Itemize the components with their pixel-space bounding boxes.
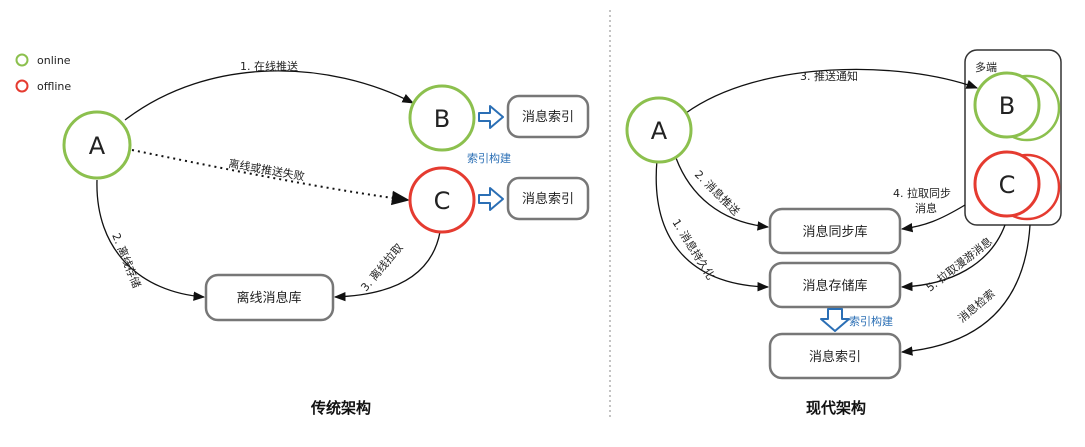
edge-push-notify-label: 3. 推送通知 <box>800 69 858 83</box>
storage-db: 消息存储库 <box>768 261 902 309</box>
edge-online-push <box>124 70 415 121</box>
index-db-label: 消息索引 <box>809 349 861 365</box>
index-db: 消息索引 <box>768 332 902 380</box>
index-build-arrow-c <box>478 187 504 211</box>
legend-online-label: online <box>37 54 71 67</box>
edge-pull-sync <box>900 204 966 233</box>
node-b-modern-label: B <box>999 92 1015 120</box>
edge-offline-pull <box>333 231 441 302</box>
node-b-modern: B <box>973 71 1061 142</box>
index-build-label-modern: 索引构建 <box>849 314 893 328</box>
index-box-b: 消息索引 <box>506 94 590 139</box>
multi-device-label: 多端 <box>975 60 997 74</box>
node-c-modern-label: C <box>999 171 1016 199</box>
sync-db-label: 消息同步库 <box>802 224 867 240</box>
edge-offline-store <box>96 179 206 301</box>
node-a-modern-label: A <box>651 117 668 145</box>
edge-offline-fail-label: 离线或推送失败 <box>227 156 305 183</box>
legend-online-swatch <box>15 53 29 67</box>
edge-pull-roam-label: 5. 拉取漫游消息 <box>923 234 995 294</box>
edge-offline-pull-label: 3. 离线拉取 <box>358 240 406 293</box>
edge-online-push-label: 1. 在线推送 <box>240 59 298 73</box>
offline-message-db: 离线消息库 <box>204 273 335 322</box>
node-c-traditional: C <box>408 166 476 234</box>
edge-pull-sync-label-2: 消息 <box>915 201 937 215</box>
edge-offline-store-label: 2. 离线存储 <box>109 231 144 290</box>
legend-offline-swatch <box>15 79 29 93</box>
edge-pull-roam <box>900 224 1006 292</box>
legend: online offline <box>15 53 71 93</box>
caption-traditional: 传统架构 <box>310 399 371 417</box>
edge-search-label: 消息检索 <box>955 286 998 325</box>
modern-architecture: 多端 3. 推送通知 2. 消息推送 1. 消息持久化 4. 拉取同步 消息 5… <box>625 49 1062 417</box>
offline-db-label: 离线消息库 <box>236 290 301 306</box>
node-a-modern: A <box>625 96 693 164</box>
edge-msg-push <box>675 157 770 231</box>
index-build-label-traditional: 索引构建 <box>467 151 511 165</box>
legend-offline-label: offline <box>37 80 71 93</box>
index-build-arrow-b <box>478 105 504 129</box>
edge-persist-label: 1. 消息持久化 <box>669 216 717 282</box>
caption-modern: 现代架构 <box>806 399 866 417</box>
edge-push-notify <box>685 68 979 114</box>
storage-db-label: 消息存储库 <box>802 278 867 294</box>
edge-pull-sync-label-1: 4. 拉取同步 <box>893 186 951 200</box>
node-a-traditional: A <box>62 110 132 180</box>
node-c-label: C <box>434 187 451 215</box>
edge-persist <box>655 159 770 292</box>
traditional-architecture: 1. 在线推送 离线或推送失败 2. 离线存储 3. 离线拉取 A B C 索引… <box>62 59 590 417</box>
edge-search <box>900 224 1031 356</box>
index-build-arrow-modern <box>820 308 850 332</box>
sync-db: 消息同步库 <box>768 207 902 255</box>
node-b-label: B <box>434 105 450 133</box>
node-b-traditional: B <box>408 84 476 152</box>
index-box-c-label: 消息索引 <box>522 191 574 207</box>
node-c-modern: C <box>973 150 1061 221</box>
node-a-label: A <box>89 132 106 160</box>
index-box-c: 消息索引 <box>506 176 590 221</box>
index-box-b-label: 消息索引 <box>522 109 574 125</box>
